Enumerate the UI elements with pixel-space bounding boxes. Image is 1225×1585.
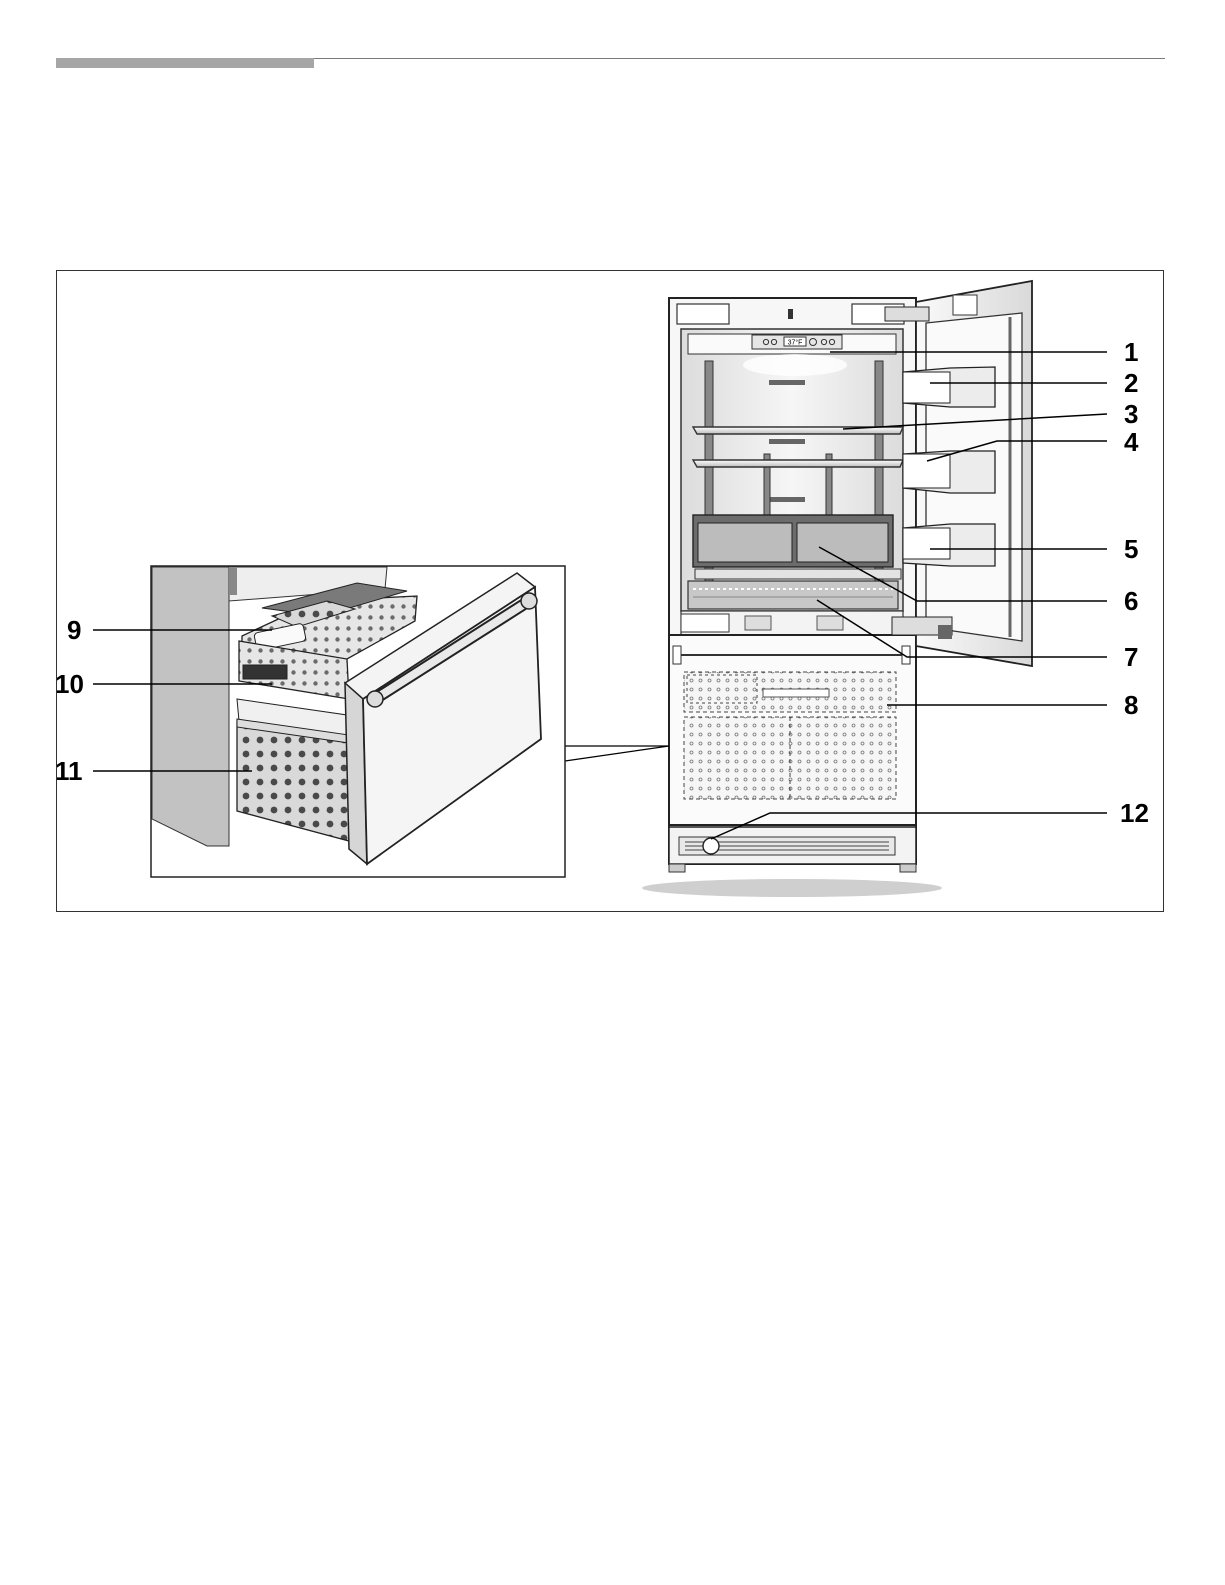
figure-frame: 37°F: [56, 270, 1164, 912]
callout-label-6: 6: [1124, 586, 1138, 616]
callout-label-1: 1: [1124, 337, 1138, 367]
callout-label-4: 4: [1124, 427, 1139, 457]
freezer-drawer-inset: [151, 566, 565, 877]
base-grille: [669, 827, 916, 872]
callout-label-2: 2: [1124, 368, 1138, 398]
callout-label-12: 12: [1120, 798, 1149, 828]
callout-label-9: 9: [67, 615, 81, 645]
header-accent-bar: [56, 58, 314, 68]
door-bin-lower: [903, 524, 995, 566]
callout-label-3: 3: [1124, 399, 1138, 429]
temperature-display: 37°F: [788, 339, 803, 347]
door-bin-middle: [903, 451, 995, 493]
refrigerator-diagram: 37°F: [57, 271, 1163, 911]
callout-label-7: 7: [1124, 642, 1138, 672]
callout-label-5: 5: [1124, 534, 1138, 564]
callout-label-8: 8: [1124, 690, 1138, 720]
refrigerator-front-view: 37°F: [642, 281, 1032, 897]
callout-label-10: 10: [57, 669, 84, 699]
crisper-drawers: [693, 515, 901, 579]
chiller-drawer: [688, 581, 898, 609]
freezer-drawer-front: [669, 635, 916, 825]
door-bin-upper: [903, 367, 995, 407]
inset-connector: [565, 746, 669, 761]
callout-label-11: 11: [57, 756, 83, 786]
